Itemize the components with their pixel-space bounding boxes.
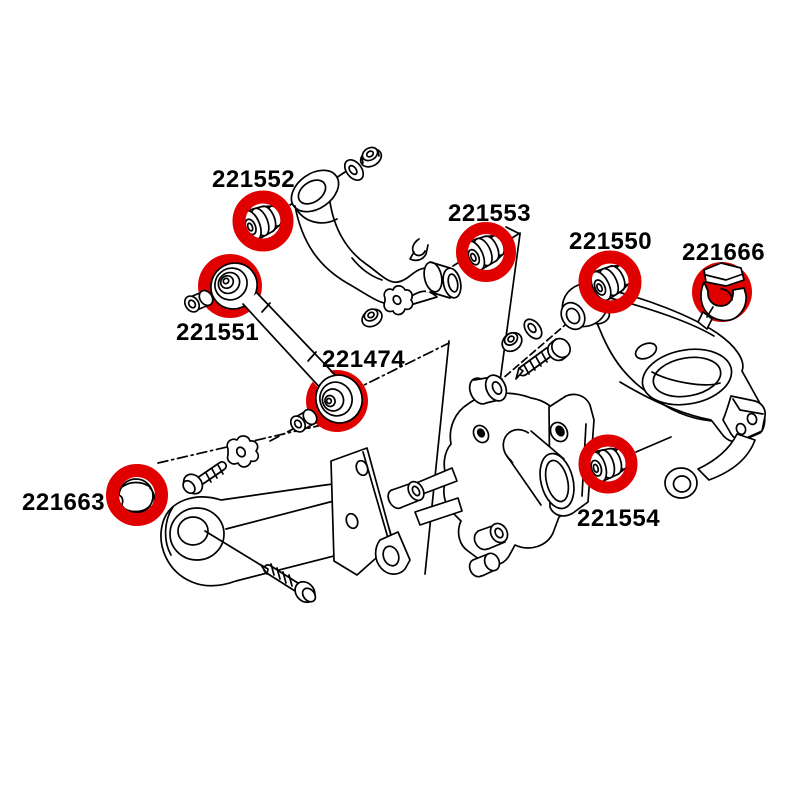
part-label-221554: 221554 (577, 505, 660, 532)
callout-ring-221554 (578, 434, 638, 494)
part-label-221553: 221553 (448, 200, 531, 227)
part-label-221552: 221552 (212, 166, 295, 193)
part-label-221474: 221474 (322, 346, 405, 373)
machine-line-art (110, 146, 766, 604)
overlay-art (183, 262, 747, 453)
lower-control-arm (560, 282, 766, 499)
callout-ring-221553 (456, 222, 516, 282)
part-label-221551: 221551 (176, 319, 259, 346)
callout-ring-221550 (578, 250, 642, 314)
transverse-link (183, 262, 363, 433)
part-label-221666: 221666 (682, 239, 765, 266)
part-label-221550: 221550 (569, 228, 652, 255)
leader-lines (635, 436, 672, 453)
part-label-221663: 221663 (22, 489, 105, 516)
clamp-bushing-art (697, 262, 747, 330)
part-labels: 221552 221553 221550 221666 221551 22147… (22, 166, 765, 532)
fastener-bolts (182, 435, 317, 604)
wheel-knuckle (374, 374, 595, 578)
upper-control-arm (289, 146, 521, 328)
callout-ring-221663 (106, 464, 168, 526)
callout-ring-221552 (232, 190, 294, 252)
center-fasteners (501, 318, 571, 380)
